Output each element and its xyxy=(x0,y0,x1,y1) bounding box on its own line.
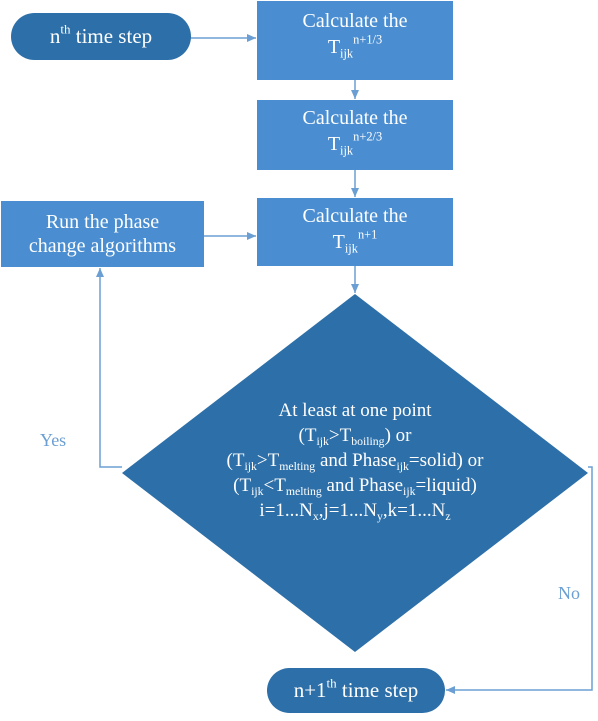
decision-line3-sub3: ijk xyxy=(396,460,409,474)
step2-sub: ijk xyxy=(340,143,354,158)
decision-line5-a: i=1...N xyxy=(259,500,313,521)
end-node-th: th xyxy=(326,675,337,691)
decision-line2-open: (T xyxy=(298,425,317,446)
step2-sup: n+2/3 xyxy=(353,129,383,144)
phase-change-line2: change algorithms xyxy=(28,235,177,257)
start-node-th: th xyxy=(60,21,71,37)
decision-line4-op: <T xyxy=(263,475,286,496)
step3-sup: n+1 xyxy=(357,227,378,242)
decision-line4-sub1: ijk xyxy=(251,485,264,499)
decision-line4: (Tijk<Tmelting and Phaseijk=liquid) xyxy=(150,473,560,498)
start-node-n: n xyxy=(49,24,61,48)
arrow-decision-no-to-end xyxy=(446,466,593,694)
decision-line4-open: (T xyxy=(233,475,252,496)
step3-box: Calculate the Tijkn+1 xyxy=(257,198,453,266)
decision-line5-sz: z xyxy=(445,510,451,524)
step1-box: Calculate the Tijkn+1/3 xyxy=(257,1,453,80)
decision-line5-sx: x xyxy=(312,510,319,524)
step3-title: Calculate the xyxy=(302,205,408,227)
decision-line5-c: ,k=1...N xyxy=(382,500,446,521)
arrow-decision-yes-to-phase xyxy=(96,268,122,468)
decision-line4-close: =liquid) xyxy=(415,475,477,496)
decision-line1: At least at one point xyxy=(278,400,432,421)
decision-line2-close: ) or xyxy=(384,425,412,446)
decision-line3-op: >T xyxy=(256,450,280,471)
end-node: n+1th time step xyxy=(267,668,445,713)
decision-line4-mid: and Phase xyxy=(321,475,404,496)
decision-line3-close: =solid) or xyxy=(408,450,484,471)
decision-line2-sub1: ijk xyxy=(316,435,329,449)
decision-line5-b: ,j=1...N xyxy=(318,500,377,521)
step1-sub: ijk xyxy=(340,46,354,61)
decision-text: At least at one point (Tijk>Tboiling) or… xyxy=(150,398,560,523)
step1-title: Calculate the xyxy=(302,10,408,32)
step1-t: T xyxy=(327,36,341,58)
step1-sup: n+1/3 xyxy=(353,32,383,47)
step3-formula: Tijkn+1 xyxy=(257,227,453,256)
yes-label: Yes xyxy=(40,430,67,450)
decision-line3-mid: and Phase xyxy=(315,450,397,471)
step3-t: T xyxy=(332,231,345,253)
start-node-label: time step xyxy=(75,24,153,48)
decision-line2-op: >T xyxy=(328,425,352,446)
decision-line3-open: (T xyxy=(226,450,245,471)
decision-line3-sub1: ijk xyxy=(244,460,257,474)
start-node: nth time step xyxy=(11,13,191,60)
step1-formula: Tijkn+1/3 xyxy=(257,32,453,61)
step2-box: Calculate the Tijkn+2/3 xyxy=(257,100,453,170)
decision-line2: (Tijk>Tboiling) or xyxy=(150,423,560,448)
step2-t: T xyxy=(327,133,341,155)
decision-line4-sub2: melting xyxy=(285,485,322,499)
decision-line4-sub3: ijk xyxy=(403,485,416,499)
end-node-n: n+1 xyxy=(293,678,327,702)
decision-line3: (Tijk>Tmelting and Phaseijk=solid) or xyxy=(150,448,560,473)
end-node-label: time step xyxy=(341,678,419,702)
decision-line5: i=1...Nx,j=1...Ny,k=1...Nz xyxy=(150,498,560,523)
step2-title: Calculate the xyxy=(302,107,408,129)
no-label: No xyxy=(558,583,580,603)
decision-line5-sy: y xyxy=(377,510,383,524)
decision-line2-sub2: boiling xyxy=(351,435,385,449)
step3-sub: ijk xyxy=(344,241,358,256)
step2-formula: Tijkn+2/3 xyxy=(257,129,453,158)
phase-change-line1: Run the phase xyxy=(45,211,160,233)
decision-diamond xyxy=(122,294,588,652)
decision-line3-sub2: melting xyxy=(279,460,316,474)
phase-change-box: Run the phase change algorithms xyxy=(1,201,204,267)
